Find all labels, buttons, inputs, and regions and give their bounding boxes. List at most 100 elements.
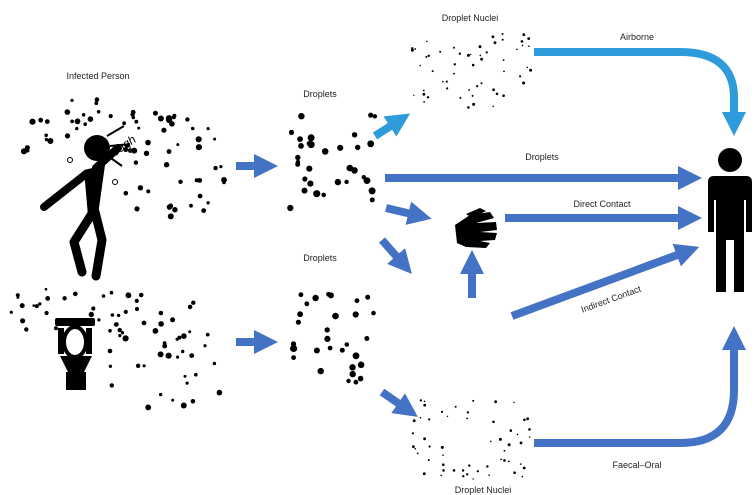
particle [519, 75, 522, 78]
particle [162, 343, 168, 349]
particle [431, 70, 434, 73]
particle [219, 165, 223, 169]
particle [169, 121, 175, 127]
particle [357, 375, 364, 382]
particle [492, 88, 495, 92]
particle [24, 145, 30, 151]
particle [313, 347, 320, 354]
particle [503, 70, 505, 73]
particle [113, 322, 119, 327]
particle [290, 344, 298, 353]
particle [453, 72, 455, 75]
particle [180, 402, 187, 409]
particle [324, 327, 330, 333]
particle [349, 364, 356, 371]
particle [298, 113, 305, 120]
particle [189, 353, 195, 358]
particle [312, 294, 319, 302]
particle [339, 347, 345, 353]
particle [15, 293, 20, 298]
particle [201, 208, 207, 214]
particle [412, 419, 416, 423]
particle [47, 138, 54, 144]
particle [324, 335, 331, 342]
particle [419, 416, 422, 419]
particle [522, 466, 526, 470]
particle [427, 459, 430, 462]
particle [317, 367, 324, 375]
particle [476, 470, 479, 473]
particle [529, 68, 533, 72]
particle [295, 154, 301, 161]
particle [183, 374, 187, 378]
particle [413, 94, 415, 97]
particle [526, 66, 529, 69]
particle [116, 313, 121, 318]
particle [528, 428, 531, 431]
particle [145, 139, 151, 146]
particle [145, 404, 152, 411]
particle [108, 114, 113, 119]
particle [135, 363, 141, 368]
particle [108, 364, 113, 368]
particle [307, 180, 314, 187]
particle [346, 164, 354, 172]
particle [440, 445, 444, 449]
particle [528, 45, 530, 47]
particle [297, 136, 303, 143]
particle [468, 89, 470, 91]
direct-contact-label: Direct Contact [573, 199, 631, 209]
droplets-cluster-bottom [290, 291, 376, 385]
particle [480, 82, 483, 85]
particle [83, 122, 87, 126]
particle [301, 187, 308, 194]
particle [108, 328, 112, 333]
particle [109, 290, 114, 295]
particle [171, 115, 176, 120]
particle [222, 180, 226, 185]
particle [513, 401, 515, 404]
particle [492, 420, 495, 424]
particle [442, 463, 445, 467]
particle [327, 345, 333, 351]
particle [143, 150, 150, 156]
particle [197, 193, 203, 199]
particle [125, 292, 132, 299]
spray-person-left [20, 97, 139, 155]
arrow-indirect-contact [510, 243, 700, 320]
particle [171, 398, 175, 402]
particle [137, 185, 144, 191]
particle [165, 115, 173, 122]
particle [427, 54, 430, 57]
particle [19, 303, 25, 309]
particle [419, 64, 422, 67]
particle [101, 294, 106, 298]
particle [523, 418, 526, 422]
particle [459, 96, 462, 99]
particle [29, 118, 36, 125]
particle [120, 331, 125, 335]
particle [166, 149, 172, 154]
particle [24, 327, 29, 332]
particle [64, 109, 71, 115]
particle [516, 433, 519, 436]
particle [127, 148, 133, 153]
particle [190, 399, 196, 404]
particle [146, 189, 151, 194]
particle [74, 118, 81, 125]
particle [507, 443, 511, 447]
particle [287, 204, 294, 212]
particle [334, 178, 342, 186]
particle [206, 127, 210, 131]
particle [195, 136, 202, 143]
flow-arrows [236, 154, 746, 447]
particle [414, 447, 417, 450]
particle [288, 129, 295, 135]
particle [134, 206, 140, 212]
particle [73, 291, 78, 297]
particle [367, 140, 375, 148]
particle [495, 92, 499, 96]
particle [442, 469, 445, 472]
particle [176, 355, 180, 359]
